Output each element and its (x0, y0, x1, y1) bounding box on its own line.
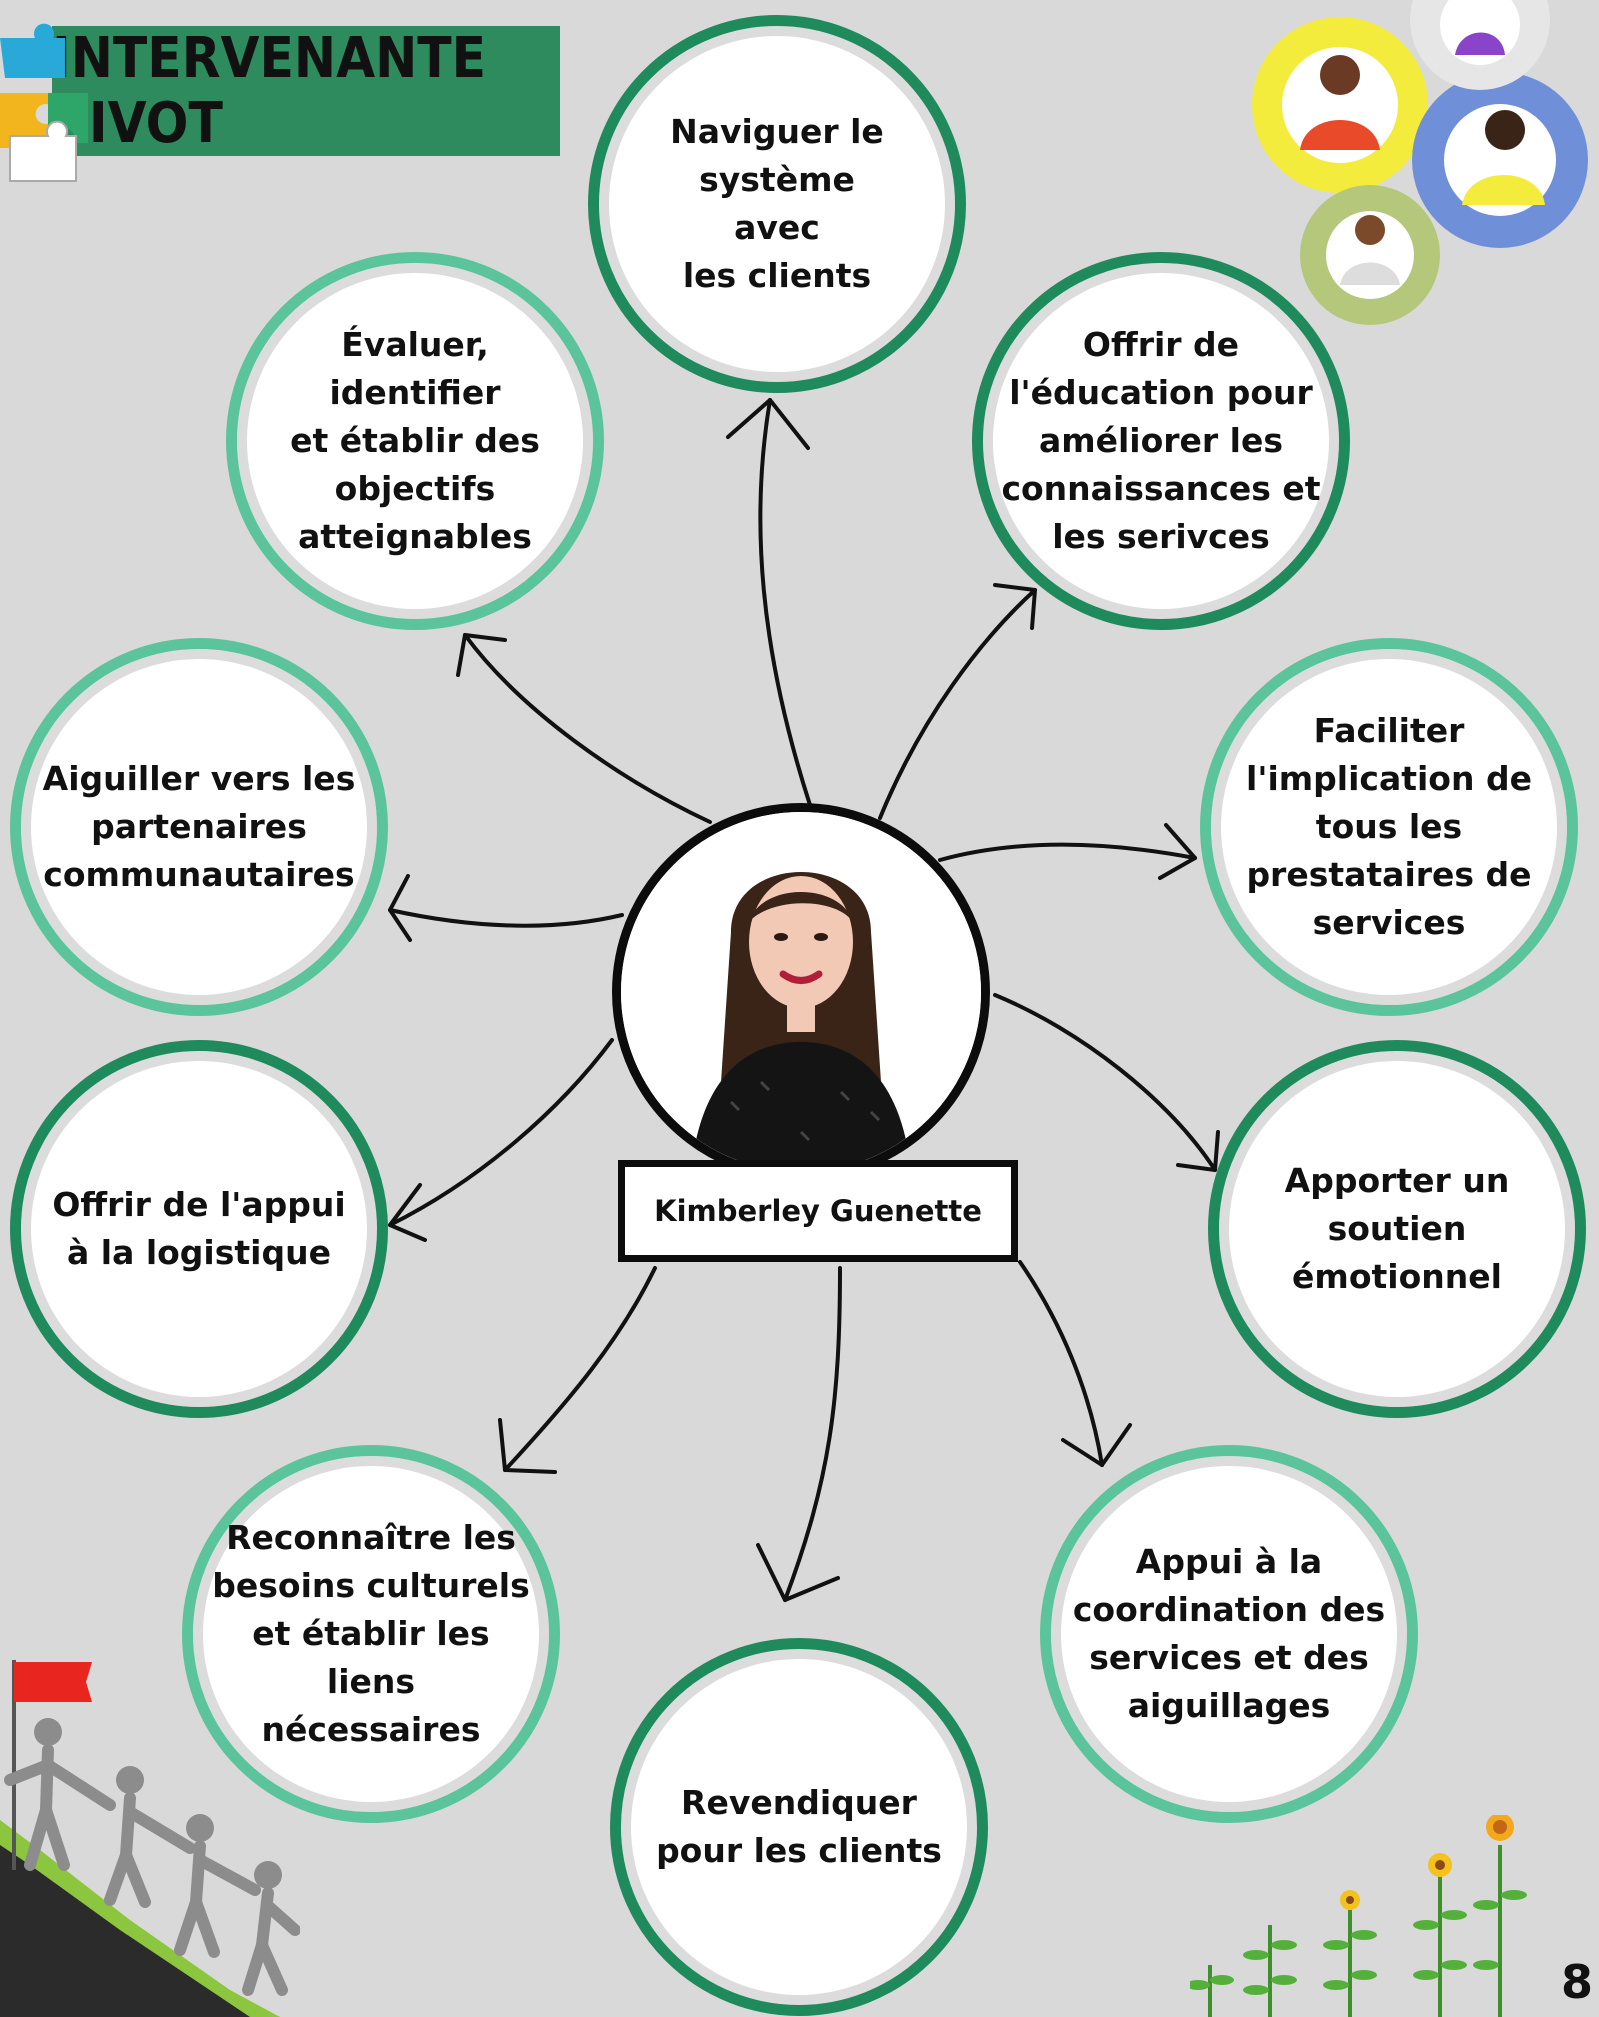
green-gear-icon (1300, 185, 1440, 325)
arrowhead-education (993, 583, 1037, 630)
arrowhead-coordination (1061, 1423, 1132, 1467)
arrow-to-education (878, 588, 1037, 820)
node-coordination: Appui à la coordination des services et … (1040, 1445, 1418, 1823)
team-gears-illustration (1252, 0, 1588, 325)
node-label: Reconnaître les besoins culturels et éta… (212, 1518, 530, 1749)
node-naviguer: Naviguer le système avec les clients (588, 15, 966, 393)
arrow-to-revendiquer (783, 1266, 842, 1602)
arrowhead-logistique (388, 1183, 427, 1242)
node-label: Faciliter l'implication de tous les pres… (1246, 711, 1532, 942)
node-label: Aiguiller vers les partenaires communaut… (42, 759, 356, 894)
arrow-to-aiguiller (388, 908, 624, 928)
node-education: Offrir de l'éducation pour améliorer les… (972, 252, 1350, 630)
node-label: Naviguer le système avec les clients (670, 112, 884, 295)
portrait-frame (612, 803, 990, 1181)
node-label: Évaluer, identifier et établir des objec… (290, 325, 540, 556)
arrow-to-logistique (388, 1038, 614, 1227)
portrait-photo (621, 812, 981, 1172)
name-label-box: Kimberley Guenette (618, 1160, 1018, 1262)
grey-gear-icon (1410, 0, 1550, 90)
arrow-to-coordination (1018, 1260, 1104, 1467)
node-revendiquer: Revendiquer pour les clients (610, 1638, 988, 2016)
arrowhead-evaluer (456, 633, 507, 677)
red-flag-icon (14, 1662, 92, 1702)
climbers-illustration (0, 1660, 300, 2017)
title-banner (52, 26, 560, 156)
node-label: Appui à la coordination des services et … (1072, 1542, 1386, 1725)
page-title: INTERVENANTE PIVOT (52, 26, 487, 156)
node-faciliter: Faciliter l'implication de tous les pres… (1200, 638, 1578, 1016)
arrow-to-evaluer (463, 633, 712, 824)
arrow-to-faciliter (938, 842, 1197, 862)
sunflower-icon (1340, 1815, 1514, 1910)
arrowhead-naviguer (726, 398, 810, 450)
node-evaluer: Évaluer, identifier et établir des objec… (226, 252, 604, 630)
puzzle-pieces-icon (0, 23, 88, 182)
node-label: Offrir de l'éducation pour améliorer les… (1001, 325, 1321, 556)
node-emotionnel: Apporter un soutien émotionnel (1208, 1040, 1586, 1418)
arrowhead-revendiquer (756, 1543, 840, 1602)
node-aiguiller: Aiguiller vers les partenaires communaut… (10, 638, 388, 1016)
blue-gear-icon (1412, 72, 1588, 248)
node-label: Offrir de l'appui à la logistique (52, 1185, 346, 1272)
arrowhead-emotionnel (1176, 1130, 1220, 1172)
node-culturels: Reconnaître les besoins culturels et éta… (182, 1445, 560, 1823)
yellow-gear-icon (1252, 17, 1428, 193)
arrow-to-naviguer (758, 398, 812, 807)
page-number: 8 (1560, 1955, 1593, 2009)
arrowhead-aiguiller (388, 874, 412, 942)
node-label: Revendiquer pour les clients (656, 1783, 942, 1870)
center-name: Kimberley Guenette (654, 1194, 982, 1228)
node-label: Apporter un soutien émotionnel (1284, 1161, 1510, 1296)
arrowhead-culturels (498, 1418, 557, 1474)
arrow-to-emotionnel (993, 993, 1217, 1172)
node-logistique: Offrir de l'appui à la logistique (10, 1040, 388, 1418)
arrow-to-culturels (503, 1266, 657, 1472)
arrowhead-faciliter (1158, 823, 1197, 880)
sunflower-plants-illustration (1190, 1815, 1527, 2017)
